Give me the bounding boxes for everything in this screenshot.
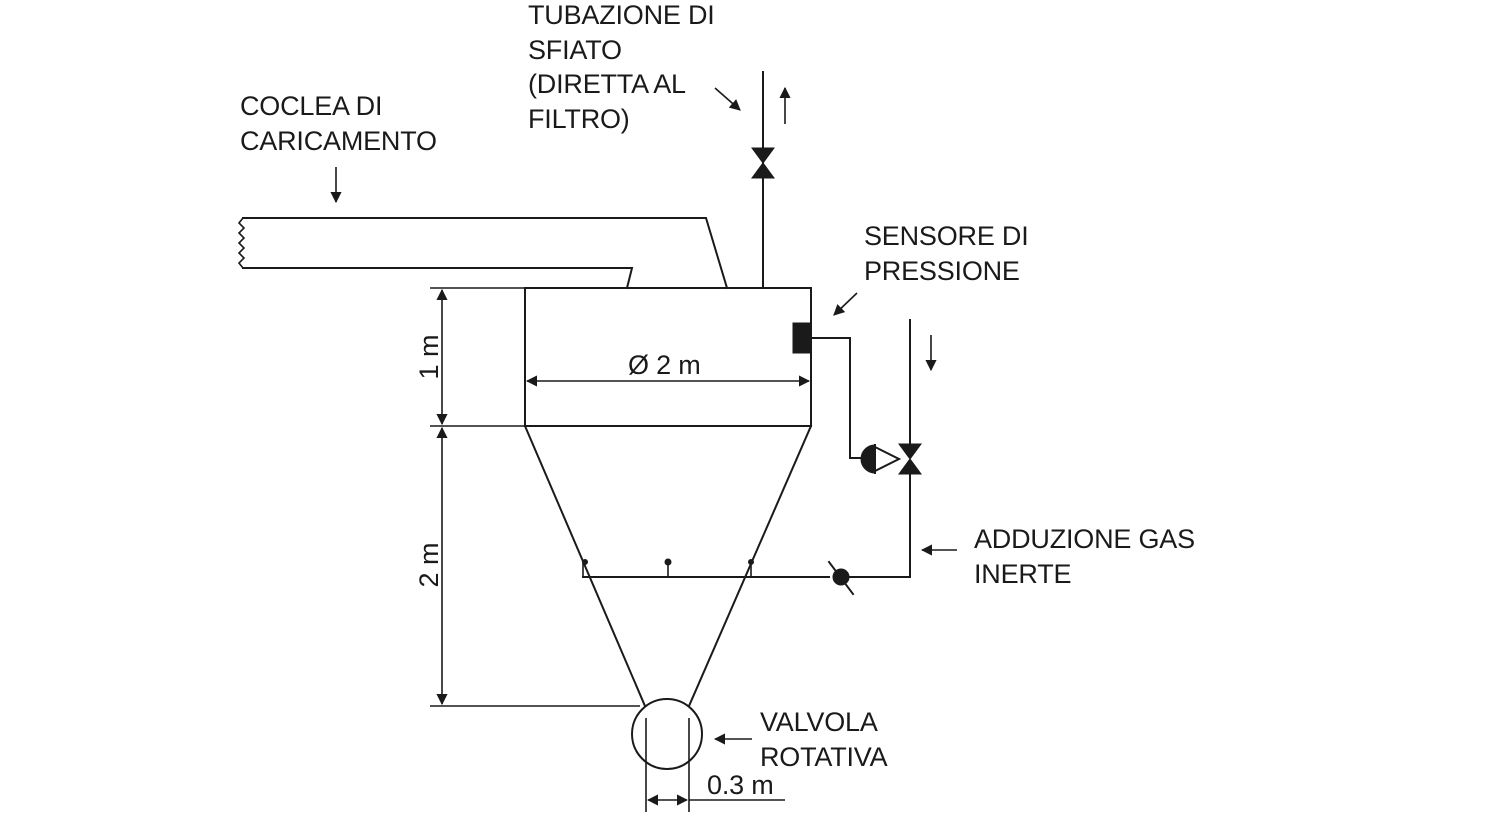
- rotary-valve-label-line: ROTATIVA: [760, 741, 888, 772]
- gas-distribution-manifold: [582, 558, 830, 578]
- vent-pipe-label-line: FILTRO): [528, 103, 630, 134]
- actuated-valve: [860, 443, 922, 475]
- cone-height-dimension: 2 m: [414, 542, 444, 588]
- inert-gas-valve-icon: [898, 443, 922, 475]
- silo-cone: [523, 424, 813, 708]
- silo-cylinder: [524, 287, 812, 427]
- rotary-valve: [631, 698, 703, 770]
- vent-pipe: [751, 71, 791, 289]
- dimension-lines: [430, 287, 811, 812]
- rotary-valve-label-line: VALVOLA: [760, 707, 878, 737]
- cylinder-height-dimension: 1 m: [414, 334, 444, 380]
- pressure-sensor: [792, 322, 812, 354]
- inert-gas-supply-label: ADDUZIONE GAS INERTE: [974, 522, 1195, 591]
- loading-screw-label: COCLEA DI CARICAMENTO: [240, 89, 437, 158]
- pressure-sensor-label-line: SENSORE DI: [864, 221, 1029, 251]
- loading-screw-label-line: CARICAMENTO: [240, 125, 437, 156]
- vent-pipe-label-line: TUBAZIONE DI: [528, 0, 715, 30]
- outlet-width-dimension: 0.3 m: [707, 770, 774, 800]
- inert-gas-supply-label-line: ADDUZIONE GAS: [974, 524, 1195, 554]
- vent-pipe-label-line: (DIRETTA AL: [528, 69, 686, 99]
- check-valve: [827, 560, 855, 596]
- leader-arrows: [330, 87, 957, 745]
- vent-valve-icon: [751, 147, 775, 179]
- inert-gas-supply-label-line: INERTE: [974, 558, 1072, 589]
- loading-screw-label-line: COCLEA DI: [240, 91, 383, 121]
- loading-screw-conveyor: [237, 217, 729, 290]
- diameter-dimension: Ø 2 m: [628, 350, 701, 380]
- rotary-valve-label: VALVOLA ROTATIVA: [760, 705, 888, 774]
- pressure-sensor-label-line: PRESSIONE: [864, 255, 1020, 286]
- pressure-sensor-label: SENSORE DI PRESSIONE: [864, 219, 1029, 288]
- inert-gas-line: [849, 319, 937, 578]
- vent-pipe-label-line: SFIATO: [528, 34, 622, 65]
- vent-pipe-label: TUBAZIONE DI SFIATO (DIRETTA AL FILTRO): [528, 0, 715, 136]
